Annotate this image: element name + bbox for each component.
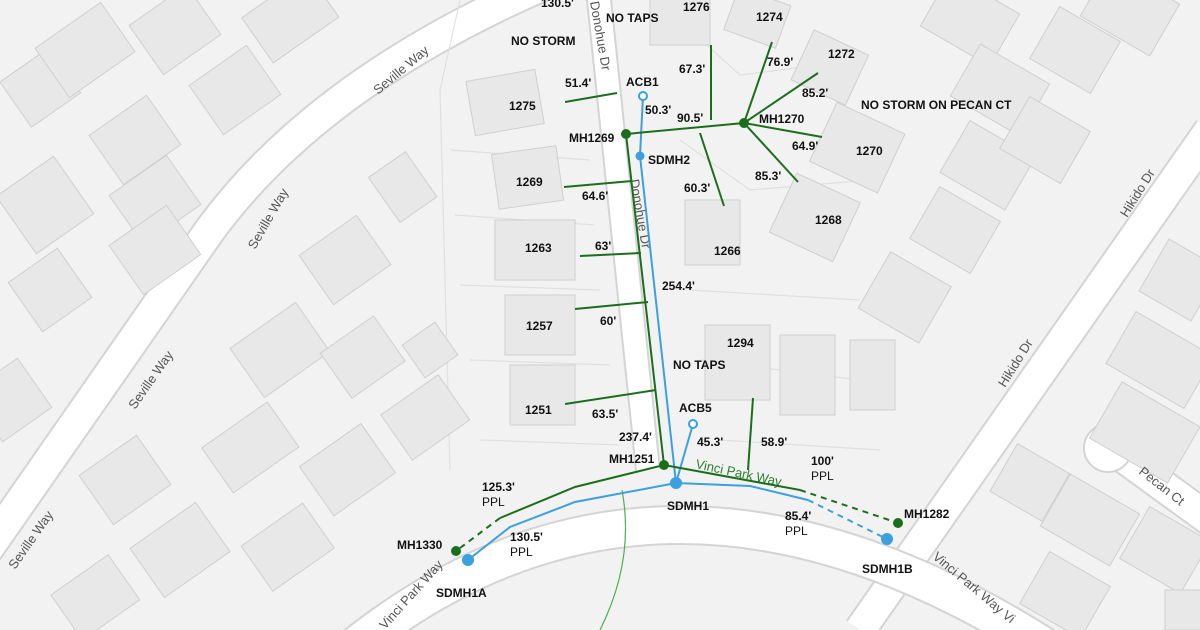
lateral-64-9 <box>743 122 823 138</box>
ppl-100: PPL <box>811 469 834 483</box>
sdmh2-marker[interactable] <box>635 151 645 161</box>
parcel-1275: 1275 <box>509 99 536 113</box>
mh1330-marker[interactable] <box>451 546 461 556</box>
label-sdmh2: SDMH2 <box>648 153 690 167</box>
length-76-9: 76.9' <box>767 55 793 69</box>
length-63: 63' <box>595 239 611 253</box>
lateral-85-3 <box>743 122 799 183</box>
storm-line-sdmh1-west <box>467 482 677 561</box>
ppl-125-3: PPL <box>482 495 505 509</box>
label-sdmh1a: SDMH1A <box>436 586 487 600</box>
mh1282-marker[interactable] <box>893 518 903 528</box>
parcel-1274: 1274 <box>756 10 783 24</box>
label-mh1330: MH1330 <box>397 538 443 552</box>
sdmh1a-marker[interactable] <box>462 554 474 566</box>
note-no-taps-top: NO TAPS <box>606 11 658 25</box>
note-no-taps-mid: NO TAPS <box>673 358 725 372</box>
length-85-2: 85.2' <box>802 86 828 100</box>
storm-line-sdmh1-east <box>675 482 809 501</box>
parcel-1266: 1266 <box>714 244 741 258</box>
sewer-mh1251-east <box>663 464 801 491</box>
lateral-76-9 <box>743 41 773 124</box>
sewer-mh1269-mh1270 <box>625 122 745 135</box>
sdmh1-marker[interactable] <box>670 477 682 489</box>
parcel-numbers: 1276 1274 1272 1275 1270 1269 1268 1263 … <box>509 0 883 417</box>
label-mh1251: MH1251 <box>609 452 655 466</box>
length-60-3: 60.3' <box>684 181 710 195</box>
note-no-storm-pecan: NO STORM ON PECAN CT <box>861 98 1012 112</box>
sewer-mh1251-west <box>499 464 665 519</box>
label-sdmh1b: SDMH1B <box>862 562 913 576</box>
label-sdmh1: SDMH1 <box>667 499 709 513</box>
length-60: 60' <box>600 314 616 328</box>
length-90-5: 90.5' <box>677 111 703 125</box>
sewer-ppl-125-3 <box>455 517 501 552</box>
acb1-marker[interactable] <box>638 91 648 101</box>
length-63-5: 63.5' <box>592 407 618 421</box>
parcel-1263: 1263 <box>525 241 552 255</box>
length-64-9: 64.9' <box>792 139 818 153</box>
storm-line-sdmh2-sdmh1 <box>639 155 677 484</box>
lateral-60-3 <box>699 132 725 207</box>
lateral-85-2 <box>743 72 819 124</box>
parcel-1251: 1251 <box>525 403 552 417</box>
length-58-9: 58.9' <box>761 435 787 449</box>
storm-lines <box>467 95 888 561</box>
storm-line-acb1-sdmh2 <box>639 95 644 157</box>
sewer-lines <box>455 41 899 552</box>
parcel-1276: 1276 <box>683 0 710 14</box>
parcel-1269: 1269 <box>516 175 543 189</box>
ppl-130-5: PPL <box>510 545 533 559</box>
structure-labels: ACB1 MH1269 MH1270 SDMH2 ACB5 MH1251 SDM… <box>397 75 950 600</box>
length-51-4: 51.4' <box>565 76 591 90</box>
length-100: 100' <box>811 454 834 468</box>
parcel-1257: 1257 <box>526 319 553 333</box>
lateral-60 <box>574 301 649 310</box>
note-no-storm: NO STORM <box>511 34 575 48</box>
length-254-4: 254.4' <box>662 279 695 293</box>
length-67-3: 67.3' <box>679 62 705 76</box>
label-mh1270: MH1270 <box>759 112 805 126</box>
length-85-4: 85.4' <box>785 509 811 523</box>
label-acb1: ACB1 <box>626 75 659 89</box>
parcel-1268: 1268 <box>815 213 842 227</box>
lateral-51-4 <box>564 92 618 103</box>
storm-line-acb5-sdmh1 <box>675 423 694 484</box>
length-50-3: 50.3' <box>645 103 671 117</box>
storm-line-ppl-85-4 <box>807 499 888 540</box>
ppl-85-4: PPL <box>785 524 808 538</box>
label-mh1282: MH1282 <box>904 507 950 521</box>
length-85-3: 85.3' <box>755 169 781 183</box>
mh1269-marker[interactable] <box>621 129 631 139</box>
sdmh1b-marker[interactable] <box>881 533 893 545</box>
notes: NO TAPS NO STORM NO STORM ON PECAN CT NO… <box>511 11 1012 372</box>
length-45-3: 45.3' <box>697 435 723 449</box>
parcel-1294: 1294 <box>727 336 754 350</box>
label-mh1269: MH1269 <box>569 131 615 145</box>
length-237-4: 237.4' <box>619 430 652 444</box>
length-130-5-top: 130.5' <box>541 0 574 10</box>
lateral-63-5 <box>564 389 657 405</box>
lateral-58-9 <box>747 397 754 471</box>
length-64-6: 64.6' <box>582 189 608 203</box>
mh1270-marker[interactable] <box>739 118 749 128</box>
label-acb5: ACB5 <box>679 401 712 415</box>
mh1251-marker[interactable] <box>659 460 669 470</box>
pipe-lengths: 130.5' 51.4' 50.3' 67.3' 76.9' 85.2' 90.… <box>482 0 834 559</box>
length-130-5: 130.5' <box>510 530 543 544</box>
lateral-64-6 <box>563 180 633 188</box>
parcel-1272: 1272 <box>828 47 855 61</box>
acb5-marker[interactable] <box>688 419 698 429</box>
structures[interactable] <box>451 91 903 566</box>
parcel-1270: 1270 <box>856 144 883 158</box>
creek-line <box>599 489 627 630</box>
length-125-3: 125.3' <box>482 480 515 494</box>
sewer-main-donohue <box>625 133 665 466</box>
lateral-63 <box>579 252 642 257</box>
